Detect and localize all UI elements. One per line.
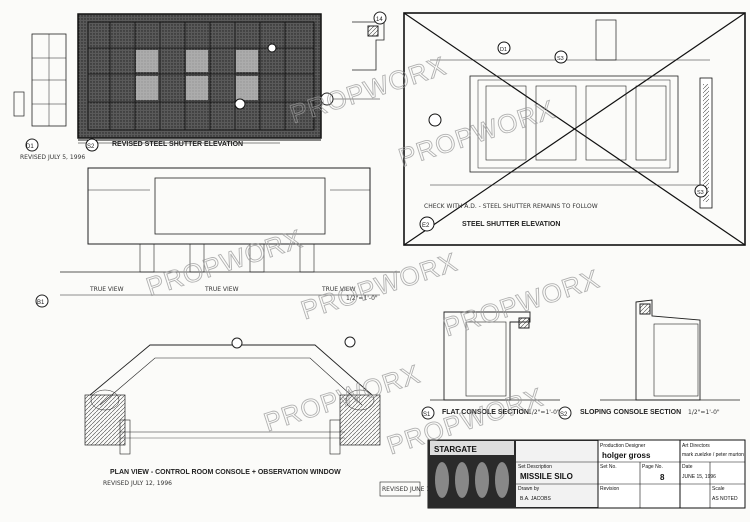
- art-directors-label: Art Directors: [682, 443, 710, 449]
- revised-note-bottom: REVISED JULY 12, 1996: [103, 480, 172, 487]
- page-no-label: Page No.: [642, 464, 663, 470]
- top-left-profile-detail: [320, 11, 387, 106]
- flat-section-caption: FLAT CONSOLE SECTION: [442, 409, 529, 416]
- top-left-shutter-elevation: REVISED STEEL SHUTTER ELEVATION S2: [77, 13, 322, 152]
- plan-view-caption: PLAN VIEW - CONTROL ROOM CONSOLE + OBSER…: [110, 469, 341, 476]
- page-no: 8: [660, 473, 665, 482]
- sloping-console-section: [558, 299, 740, 420]
- set-description: MISSILE SILO: [520, 472, 573, 481]
- scale-value: AS NOTED: [712, 496, 738, 502]
- title-logo: STARGATE: [434, 445, 477, 454]
- plan-view: [84, 336, 381, 455]
- top-left-caption: REVISED STEEL SHUTTER ELEVATION: [112, 141, 243, 148]
- callout-d1: D1: [500, 47, 507, 53]
- top-right-detail-tag: E2: [422, 223, 430, 229]
- console-elevation: [35, 167, 400, 308]
- callout-s3: S3: [557, 56, 564, 62]
- top-right-side-tag: S3: [697, 190, 704, 196]
- set-description-label: Set Description: [518, 464, 552, 470]
- sloping-section-caption: SLOPING CONSOLE SECTION: [580, 409, 681, 416]
- true-view-right: TRUE VIEW: [321, 286, 356, 293]
- true-view-center: TRUE VIEW: [204, 286, 239, 293]
- flat-console-section: [421, 311, 560, 420]
- flat-section-tag: S1: [423, 412, 431, 418]
- mid-left-detail-tag: B1: [37, 300, 45, 306]
- small-detail-tag: D1: [26, 144, 34, 150]
- top-right-shutter-elevation: [403, 12, 746, 246]
- revised-note-top-left: REVISED JULY 5, 1996: [20, 154, 85, 161]
- set-no-label: Set No.: [600, 464, 617, 470]
- drawn-by-label: Drawn by: [518, 486, 540, 492]
- art-directors: mark zuelzke / peter murton: [682, 452, 744, 458]
- title-block: [427, 439, 746, 509]
- true-view-left: TRUE VIEW: [89, 286, 124, 293]
- svg-text:PROPWORX: PROPWORX: [395, 94, 559, 173]
- drawn-by: B.A. JACOBS: [520, 496, 552, 502]
- production-designer: holger gross: [602, 451, 651, 460]
- mid-left-scale: 1/2"=1'-0": [346, 295, 378, 302]
- revised-stamp: REVISED JUNE 19, 1996: [382, 486, 453, 493]
- check-note: CHECK WITH A.D. - STEEL SHUTTER REMAINS …: [424, 203, 598, 210]
- top-right-caption: STEEL SHUTTER ELEVATION: [462, 221, 560, 228]
- date-label: Date: [682, 464, 693, 470]
- small-detail-grid: [13, 33, 67, 152]
- sheet-number: 14: [376, 17, 383, 23]
- sloping-section-scale: 1/2"=1'-0": [688, 409, 720, 416]
- top-left-detail-tag: S2: [87, 144, 95, 150]
- production-designer-label: Production Designer: [600, 443, 646, 449]
- sloping-section-tag: S2: [560, 412, 568, 418]
- svg-text:PROPWORX: PROPWORX: [439, 263, 603, 342]
- flat-section-scale: 1/2"=1'-0": [528, 409, 560, 416]
- date-value: JUNE 15, 1996: [682, 474, 716, 480]
- scale-label: Scale: [712, 486, 725, 492]
- revision-label: Revision: [600, 486, 619, 492]
